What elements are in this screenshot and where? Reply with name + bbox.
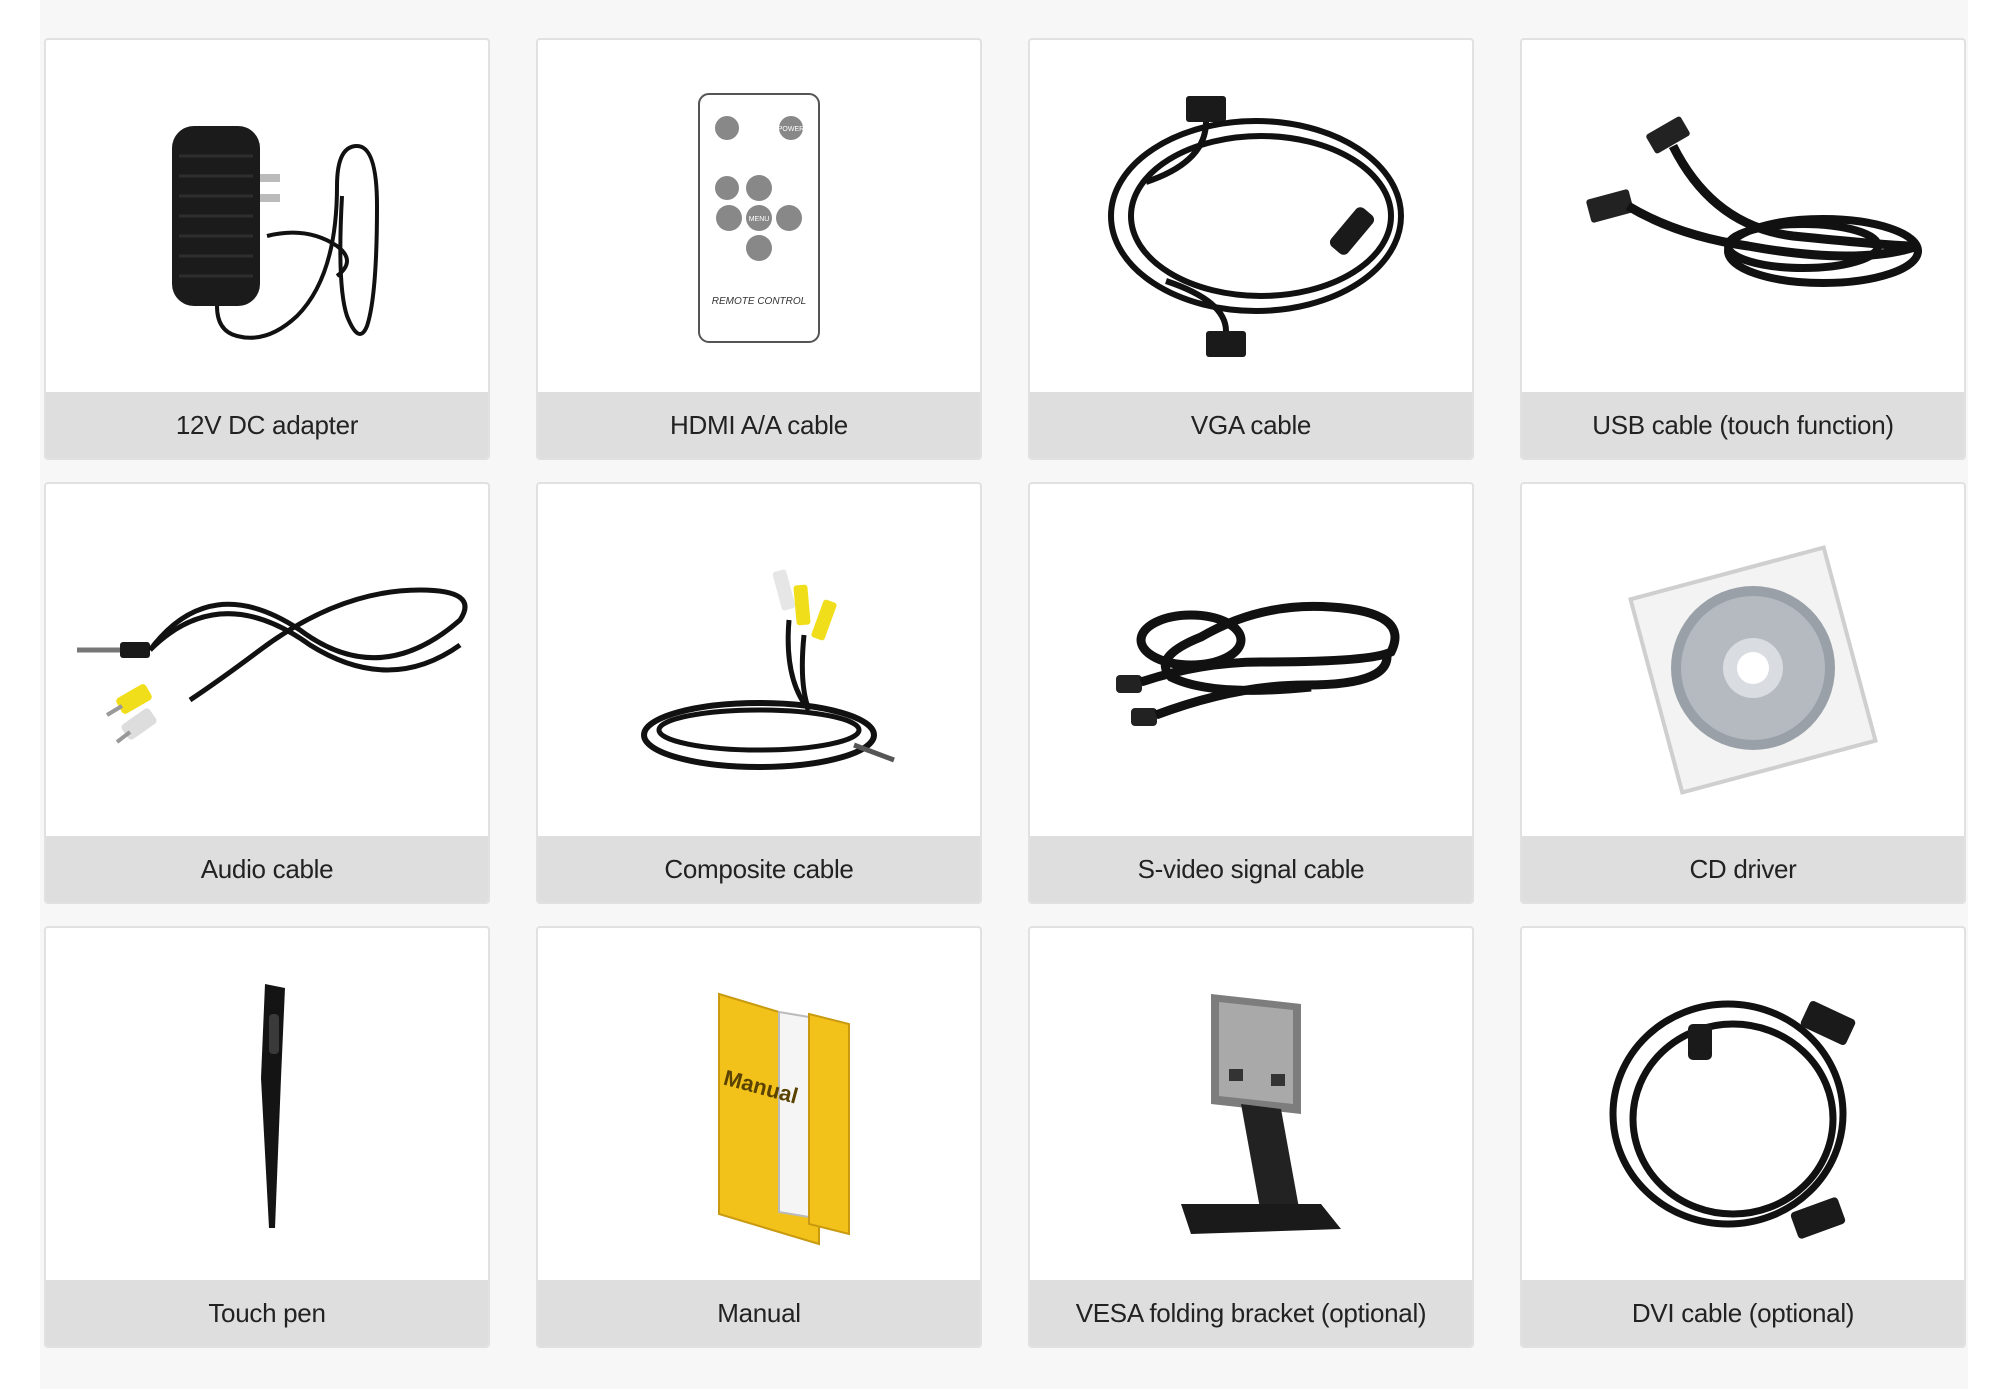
accessory-label: Manual xyxy=(538,1280,980,1346)
accessory-card-composite-cable[interactable]: Composite cable xyxy=(536,482,982,904)
vga-cable-icon xyxy=(1030,40,1472,392)
remote-power-label: POWER xyxy=(778,126,804,133)
accessory-label: S-video signal cable xyxy=(1030,836,1472,902)
usb-cable-icon xyxy=(1522,40,1964,392)
manual-folder-icon: Manual xyxy=(538,928,980,1280)
accessory-label: VGA cable xyxy=(1030,392,1472,458)
remote-caption: REMOTE CONTROL xyxy=(712,296,806,307)
dvi-cable-icon xyxy=(1522,928,1964,1280)
cd-icon xyxy=(1522,484,1964,836)
accessory-label: HDMI A/A cable xyxy=(538,392,980,458)
accessory-label: Audio cable xyxy=(46,836,488,902)
svideo-cable-icon xyxy=(1030,484,1472,836)
accessory-label: VESA folding bracket (optional) xyxy=(1030,1280,1472,1346)
vesa-bracket-icon xyxy=(1030,928,1472,1280)
accessory-card-svideo-cable[interactable]: S-video signal cable xyxy=(1028,482,1474,904)
accessory-card-usb-cable[interactable]: USB cable (touch function) xyxy=(1520,38,1966,460)
accessory-label: 12V DC adapter xyxy=(46,392,488,458)
accessory-card-dvi-cable[interactable]: DVI cable (optional) xyxy=(1520,926,1966,1348)
accessory-card-vesa-bracket[interactable]: VESA folding bracket (optional) xyxy=(1028,926,1474,1348)
accessory-label: DVI cable (optional) xyxy=(1522,1280,1964,1346)
accessory-label: USB cable (touch function) xyxy=(1522,392,1964,458)
audio-cable-icon xyxy=(46,484,488,836)
composite-cable-icon xyxy=(538,484,980,836)
touch-pen-icon xyxy=(46,928,488,1280)
accessory-card-touch-pen[interactable]: Touch pen xyxy=(44,926,490,1348)
accessory-label: CD driver xyxy=(1522,836,1964,902)
accessory-card-audio-cable[interactable]: Audio cable xyxy=(44,482,490,904)
accessory-card-dc-adapter[interactable]: 12V DC adapter xyxy=(44,38,490,460)
remote-menu-label: MENU xyxy=(749,216,770,223)
remote-control-icon: POWER MENU REMOTE CONTROL xyxy=(538,40,980,392)
accessories-panel: 12V DC adapter POWER MENU REMOTE CONTRO xyxy=(40,0,1968,1389)
accessories-grid: 12V DC adapter POWER MENU REMOTE CONTRO xyxy=(44,38,1966,1348)
power-adapter-icon xyxy=(46,40,488,392)
accessory-card-manual[interactable]: Manual Manual xyxy=(536,926,982,1348)
accessory-card-vga-cable[interactable]: VGA cable xyxy=(1028,38,1474,460)
accessory-label: Touch pen xyxy=(46,1280,488,1346)
accessory-label: Composite cable xyxy=(538,836,980,902)
accessory-card-hdmi-cable[interactable]: POWER MENU REMOTE CONTROL HDMI A/A cable xyxy=(536,38,982,460)
accessory-card-cd-driver[interactable]: CD driver xyxy=(1520,482,1966,904)
